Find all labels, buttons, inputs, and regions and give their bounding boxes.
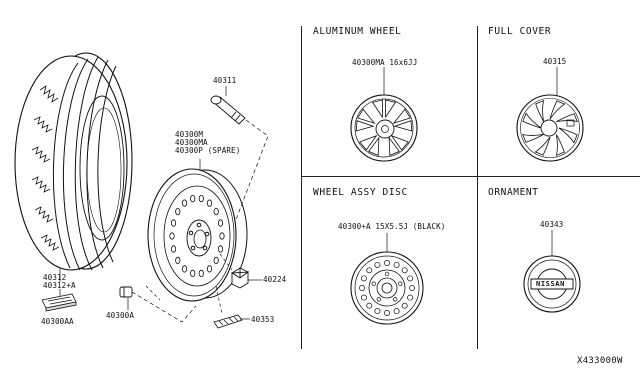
- nut-part-number[interactable]: 40224: [263, 275, 287, 284]
- wheel-part-number-1[interactable]: 40300M: [175, 130, 204, 139]
- tire-part-number-1[interactable]: 40312: [43, 273, 67, 282]
- full-cover-part-number[interactable]: 40315: [543, 57, 567, 66]
- ornament-part-number[interactable]: 40343: [540, 220, 564, 229]
- wheel-assy-disc-illustration[interactable]: [351, 252, 423, 324]
- full-cover-title: FULL COVER: [488, 26, 552, 37]
- valve-dashed-leader: [232, 120, 268, 230]
- tire-tag-part-number[interactable]: 40300AA: [41, 317, 74, 326]
- weight-dashed-leader-2: [146, 286, 160, 300]
- steel-wheel-illustration[interactable]: [148, 169, 247, 301]
- panel-divider-vertical: [301, 26, 302, 349]
- balance-weight-part-number[interactable]: 40300A: [106, 311, 135, 320]
- ornament-title: ORNAMENT: [488, 187, 539, 198]
- aluminum-wheel-part-number[interactable]: 40300MA 16x6JJ: [352, 58, 418, 67]
- tire-illustration[interactable]: [15, 53, 132, 270]
- tire-part-number-2[interactable]: 40312+A: [43, 281, 76, 290]
- balance-weight-illustration[interactable]: [120, 287, 132, 297]
- wheel-assy-disc-part-number[interactable]: 40300+A 15X5.5J (BLACK): [338, 222, 446, 231]
- ornament-illustration[interactable]: [524, 256, 580, 312]
- clip-weight-part-number[interactable]: 40353: [251, 315, 275, 324]
- aluminum-wheel-title: ALUMINUM WHEEL: [313, 26, 402, 37]
- wheel-part-number-2[interactable]: 40300MA: [175, 138, 208, 147]
- ornament-emblem-text: NISSAN: [536, 280, 565, 288]
- clip-weight-illustration[interactable]: [214, 315, 242, 328]
- valve-part-number[interactable]: 40311: [213, 76, 237, 85]
- wheel-part-number-spare[interactable]: 40300P (SPARE): [175, 146, 241, 155]
- aluminum-wheel-illustration[interactable]: [351, 95, 417, 161]
- valve-illustration[interactable]: [211, 96, 245, 124]
- diagram-code: X433000W: [577, 356, 623, 366]
- wheel-vent-holes: [170, 195, 224, 276]
- panel-divider-horizontal: [301, 176, 640, 177]
- panel-divider-vertical-right: [477, 26, 478, 349]
- full-cover-illustration[interactable]: [517, 95, 583, 161]
- clip-dashed-leader: [216, 286, 222, 314]
- nut-illustration[interactable]: [232, 268, 248, 288]
- tire-tag-illustration[interactable]: [42, 294, 76, 311]
- wheel-assy-disc-title: WHEEL ASSY DISC: [313, 187, 408, 198]
- weight-dashed-leader: [132, 292, 196, 322]
